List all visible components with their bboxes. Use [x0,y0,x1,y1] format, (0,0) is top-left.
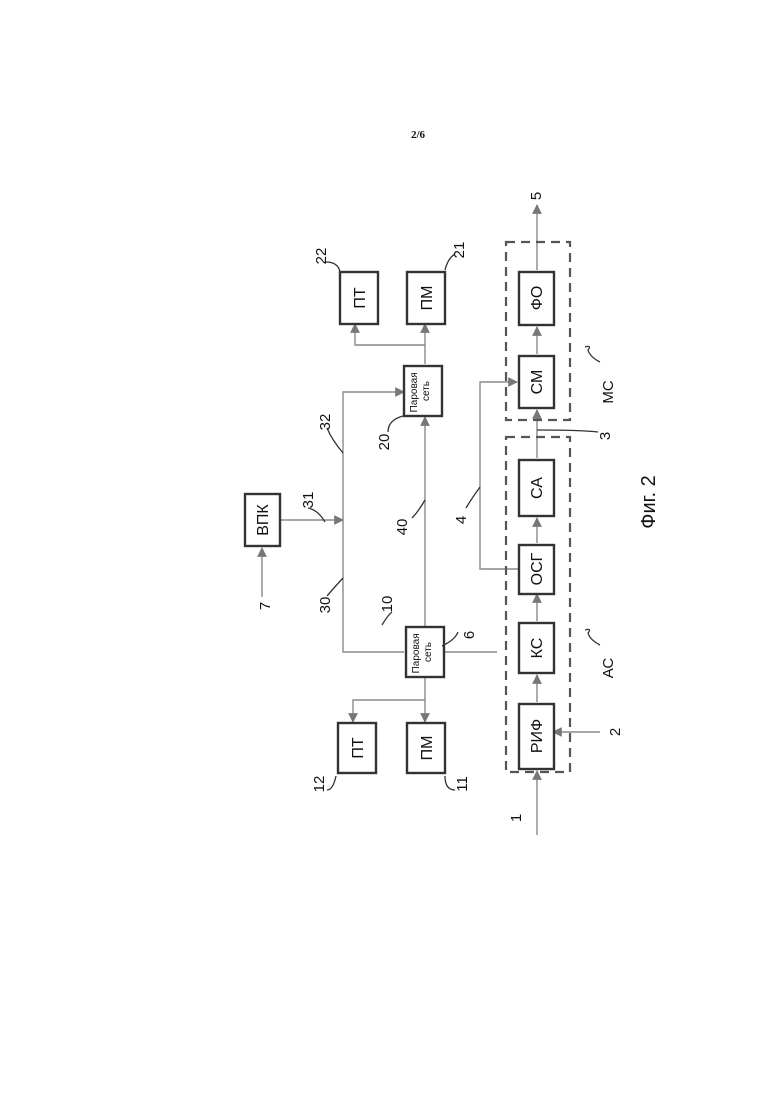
ref-12: 12 [311,776,328,793]
svg-text:ОСГ: ОСГ [529,552,546,585]
steam-network-right-block: Паровая сеть [404,366,442,416]
ref-6: 6 [461,631,478,639]
svg-text:ПТ: ПТ [350,737,367,759]
svg-text:КС: КС [529,638,546,659]
pt-left-block: ПТ [338,723,376,773]
vpk-block: ВПК [245,494,280,546]
pm-left-block: ПМ [407,723,445,773]
ref-1: 1 [508,814,525,822]
steam-network-left-block: Паровая сеть [406,627,444,677]
sa-block: СА [519,460,554,516]
svg-text:ФО: ФО [529,286,546,311]
page-number: 2/6 [411,129,426,141]
figure-caption: Фиг. 2 [638,475,660,528]
ref-4: 4 [453,516,470,524]
rif-block: РИФ [519,704,554,769]
ref-22: 22 [313,248,330,265]
svg-text:СМ: СМ [529,370,546,395]
ref-31: 31 [300,492,317,509]
ref-40: 40 [394,519,411,536]
ref-11: 11 [454,776,471,792]
fo-block: ФО [519,272,554,325]
osg-block: ОСГ [519,545,554,594]
group-as-label: АС [600,658,617,679]
ref-20: 20 [376,434,393,451]
svg-text:ВПК: ВПК [255,504,272,536]
group-ms-label: МС [600,380,617,403]
ref-3: 3 [597,432,614,440]
pt-right-block: ПТ [340,272,378,324]
svg-text:ПМ: ПМ [419,736,436,761]
ref-10: 10 [379,596,396,613]
ref-30: 30 [317,597,334,614]
pm-right-block: ПМ [407,272,445,324]
ks-block: КС [519,623,554,673]
svg-text:ПМ: ПМ [419,286,436,311]
svg-text:РИФ: РИФ [529,719,546,753]
ref-5: 5 [528,192,545,200]
ref-21: 21 [451,242,468,259]
svg-text:ПТ: ПТ [352,287,369,309]
sm-block: СМ [519,356,554,408]
ref-32: 32 [317,414,334,431]
ref-2: 2 [607,728,624,736]
svg-text:СА: СА [529,477,546,499]
ref-7: 7 [257,602,274,610]
